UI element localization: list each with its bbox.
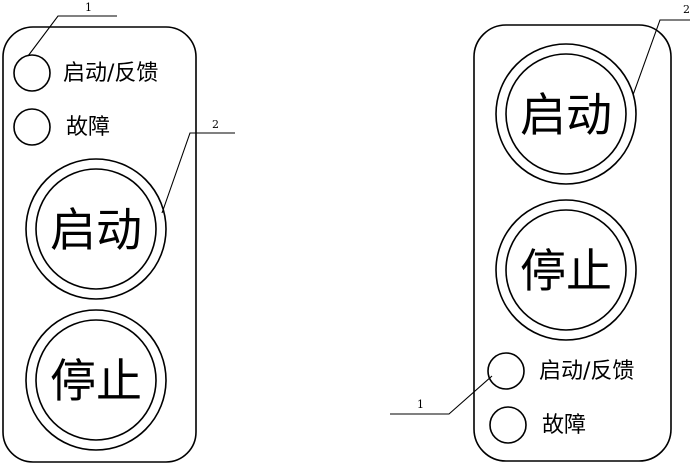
left-stop-button-label: 停止: [50, 354, 142, 408]
right-indicator-label-fault: 故障: [542, 413, 586, 438]
right-callout-1-leader: [390, 375, 493, 415]
right-indicator-label-start-feedback: 启动/反馈: [539, 359, 634, 384]
left-panel-housing: [2, 26, 197, 463]
right-indicator-lamp-fault: [489, 406, 527, 444]
right-indicator-lamp-start-feedback: [487, 352, 525, 390]
right-stop-button: [505, 209, 627, 331]
left-indicator-label-start-feedback: 启动/反馈: [63, 61, 158, 86]
right-stop-button-label: 停止: [520, 244, 612, 298]
right-callout-2-number: 2: [683, 3, 690, 16]
right-start-button-label: 启动: [520, 88, 612, 142]
left-stop-button-outer-ring: [25, 309, 167, 451]
right-callout-1-number: 1: [417, 398, 424, 411]
left-callout-2-number: 2: [212, 118, 219, 131]
left-indicator-lamp-start-feedback: [13, 54, 51, 92]
left-panel: 启动/反馈 故障 启动 停止 1 2: [2, 1, 235, 463]
left-stop-button: [35, 319, 157, 441]
right-stop-button-outer-ring: [495, 199, 637, 341]
left-start-button: [35, 168, 157, 290]
left-callout-1-number: 1: [85, 1, 92, 14]
right-start-button: [505, 53, 627, 175]
left-indicator-label-fault: 故障: [66, 115, 110, 140]
left-indicator-lamp-fault: [13, 108, 51, 146]
left-start-button-label: 启动: [50, 203, 142, 257]
left-start-button-outer-ring: [25, 158, 167, 300]
left-callout-1-leader: [27, 15, 117, 57]
right-panel: 启动 停止 启动/反馈 故障 2 1: [390, 3, 690, 462]
right-callout-2-leader: [632, 19, 690, 96]
left-callout-2-leader: [161, 132, 235, 214]
right-panel-housing: [473, 24, 672, 462]
right-start-button-outer-ring: [495, 43, 637, 185]
